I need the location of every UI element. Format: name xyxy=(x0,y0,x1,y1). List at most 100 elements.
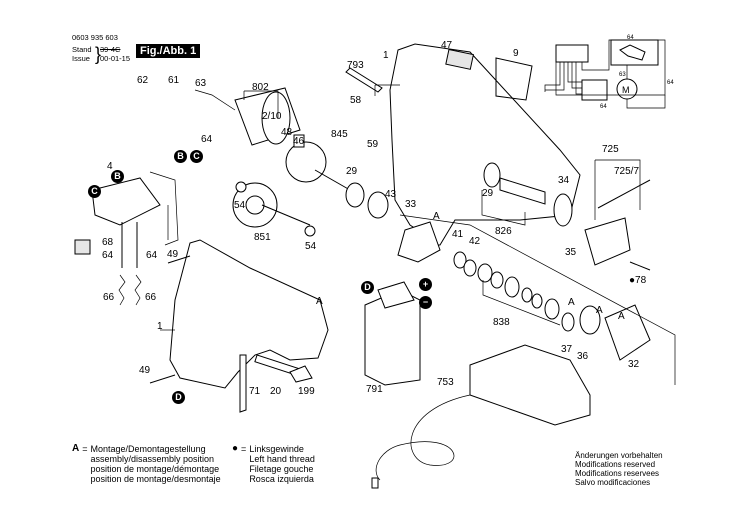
battery-top xyxy=(377,281,415,309)
charger-cable xyxy=(375,394,471,481)
wire-cap3 xyxy=(575,62,582,95)
section-line xyxy=(399,214,676,385)
screw-49b xyxy=(149,374,176,384)
marker-a-37: A xyxy=(568,297,575,308)
label-32: 32 xyxy=(628,359,640,370)
wire-switch-loop xyxy=(149,171,179,246)
legend-modifications: Änderungen vorbehalten Modifications res… xyxy=(575,451,663,487)
label-68: 68 xyxy=(102,237,114,248)
label-1-top: 1 xyxy=(383,50,389,61)
marker-a-32: A xyxy=(618,311,625,322)
ring-36 xyxy=(579,305,601,335)
part-number: 0603 935 603 xyxy=(72,33,118,42)
marker-d-housing: D xyxy=(172,391,185,404)
pad-68 xyxy=(74,239,91,255)
label-753: 753 xyxy=(437,377,454,388)
label-63: 63 xyxy=(195,78,207,89)
label-66a: 66 xyxy=(103,292,115,303)
legend-a-key: A xyxy=(72,443,80,454)
label-9: 9 xyxy=(513,48,519,59)
bracket-826 xyxy=(481,190,526,226)
wire-label-64b: 64 xyxy=(667,80,674,86)
label-78: ●78 xyxy=(629,275,647,286)
gear-46 xyxy=(285,141,327,183)
ring-37 xyxy=(561,312,575,332)
marker-b-switch: B xyxy=(111,170,124,183)
figure-label: Fig./Abb. 1 xyxy=(136,44,201,58)
label-54b: 54 xyxy=(305,241,317,252)
stand-label: Stand xyxy=(72,45,92,54)
hand-trigger xyxy=(619,44,646,61)
label-802: 802 xyxy=(252,82,269,93)
label-29b: 29 xyxy=(482,188,494,199)
label-49b: 49 xyxy=(139,365,151,376)
stand-value: 39-4C xyxy=(100,45,121,54)
label-793: 793 xyxy=(347,60,364,71)
motor-face xyxy=(261,91,291,145)
hook-71 xyxy=(239,354,247,413)
label-199: 199 xyxy=(298,386,315,397)
label-64a: 64 xyxy=(102,250,114,261)
label-42: 42 xyxy=(469,236,481,247)
label-4: 4 xyxy=(107,161,113,172)
label-826: 826 xyxy=(495,226,512,237)
wire-label-64c: 64 xyxy=(600,104,607,110)
legend-left-hand-thread: ● = Linksgewinde Left hand thread Fileta… xyxy=(232,443,315,485)
gear-851 xyxy=(232,182,278,228)
label-61: 61 xyxy=(168,75,180,86)
label-58: 58 xyxy=(350,95,362,106)
switch-block xyxy=(555,44,589,63)
label-43: 43 xyxy=(385,189,397,200)
wire-plus xyxy=(545,62,565,91)
label-37: 37 xyxy=(561,344,573,355)
bracket-802 xyxy=(243,90,279,118)
label-46: 46 xyxy=(293,136,305,147)
spindle xyxy=(499,177,546,205)
label-64b: 64 xyxy=(146,250,158,261)
label-845: 845 xyxy=(331,129,348,140)
charger-753 xyxy=(469,344,591,426)
wiring-diagram xyxy=(544,39,666,109)
ball-54b xyxy=(304,225,316,237)
bracket-725 xyxy=(594,159,641,220)
ball-54a xyxy=(235,181,247,193)
label-20: 20 xyxy=(270,386,282,397)
marker-c-motor: C xyxy=(190,150,203,163)
label-1-side: 1 xyxy=(157,321,163,332)
bearing-29a xyxy=(345,182,365,208)
label-725: 725 xyxy=(602,144,619,155)
wire-motor-return xyxy=(626,95,666,109)
label-34: 34 xyxy=(558,175,570,186)
label-64c: 64 xyxy=(201,134,213,145)
wire-cap1 xyxy=(567,62,582,83)
label-41: 41 xyxy=(452,229,464,240)
plug xyxy=(371,477,379,489)
label-851: 851 xyxy=(254,232,271,243)
screw-78 xyxy=(629,261,651,271)
planet-housing-33 xyxy=(397,221,441,263)
housing-half-left xyxy=(169,239,329,389)
trigger-switch xyxy=(610,39,659,66)
terminal-66a xyxy=(118,274,126,306)
label-33: 33 xyxy=(405,199,417,210)
wire-cap2 xyxy=(571,62,582,89)
label-9 xyxy=(495,57,533,101)
chuck-key-725-7 xyxy=(597,179,651,209)
bushing-48 xyxy=(293,134,305,148)
marker-c-switch: C xyxy=(88,185,101,198)
sleeve-32 xyxy=(604,304,651,361)
gear-carrier xyxy=(367,191,389,219)
left-thread-dot: ● xyxy=(629,275,636,286)
capacitor-block xyxy=(581,79,608,101)
marker-b-motor: B xyxy=(174,150,187,163)
label-199 xyxy=(289,365,313,383)
disc-34 xyxy=(553,193,573,227)
legend-dot-key: ● xyxy=(232,443,239,454)
wire-label-64a: 64 xyxy=(627,35,634,41)
label-71: 71 xyxy=(249,386,261,397)
label-725-7: 725/7 xyxy=(614,166,640,177)
label-66b: 66 xyxy=(145,292,157,303)
label-29a: 29 xyxy=(346,166,358,177)
issue-value: 00-01-15 xyxy=(100,54,131,63)
label-47: 47 xyxy=(441,40,453,51)
